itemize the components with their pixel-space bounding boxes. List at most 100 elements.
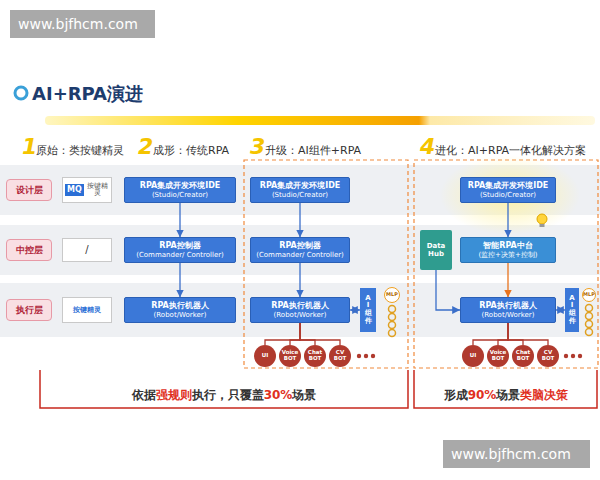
node-text: (Studio/Creator)	[272, 191, 328, 199]
summary-part: 执行，只覆盖	[192, 388, 264, 402]
bot-circle: UI	[254, 345, 276, 367]
node-text: Chat BOT	[305, 350, 325, 362]
node-text: (Studio/Creator)	[480, 191, 536, 199]
empty-box: /	[62, 238, 112, 262]
progress-bar	[45, 116, 595, 125]
node-text: (Robot/Worker)	[274, 311, 327, 319]
process-box: RPA集成开发环境IDE(Studio/Creator)	[460, 177, 556, 202]
node-text: AI组件	[569, 295, 576, 326]
process-box: RPA执行机器人(Robot/Worker)	[250, 297, 350, 322]
node-text: MLP	[386, 292, 398, 298]
watermark-bg	[10, 10, 155, 38]
highlight-text: 类脑决策	[520, 388, 568, 402]
node-text: RPA控制器	[279, 241, 320, 250]
node-text: 按键精灵	[73, 306, 101, 314]
bracket	[414, 370, 597, 408]
process-box: RPA执行机器人(Robot/Worker)	[124, 297, 236, 322]
node-text: Chat BOT	[513, 350, 533, 362]
summary-part: 形成	[444, 388, 468, 402]
logo-box: 按键精灵	[62, 297, 112, 323]
node-text: RPA集成开发环境IDE	[260, 181, 341, 190]
step-label: 原始：类按键精灵	[36, 143, 124, 158]
node-text: (Robot/Worker)	[482, 311, 535, 319]
step-number: 2	[138, 134, 153, 159]
step-label: 成形：传统RPA	[153, 143, 229, 158]
bot-circle: CV BOT	[329, 345, 351, 367]
node-text: Voice BOT	[488, 350, 508, 362]
bulb-icon	[537, 214, 547, 227]
node-text: Voice BOT	[280, 350, 300, 362]
connector	[299, 263, 300, 298]
bracket	[40, 370, 408, 408]
node-text: RPA执行机器人	[479, 301, 536, 310]
node-text: 执行层	[16, 305, 43, 315]
node-text: RPA执行机器人	[151, 301, 208, 310]
node-text: (Commander/ Controller)	[256, 251, 344, 259]
node-text: RPA集成开发环境IDE	[140, 181, 221, 190]
connector	[179, 203, 180, 238]
connector	[498, 323, 508, 345]
node-text: (Commander/ Controller)	[136, 251, 224, 259]
dashed-region	[244, 160, 408, 368]
glow	[440, 155, 580, 235]
connector	[556, 309, 565, 310]
watermark: www.bjfhcm.com	[18, 16, 138, 32]
node-text: AI组件	[365, 295, 372, 326]
bot-circle: Voice BOT	[279, 345, 301, 367]
logo-box: MQ按键精灵	[62, 177, 112, 203]
step-label: 进化：AI+RPA一体化解决方案	[435, 143, 586, 158]
summary-part: 场景	[496, 388, 520, 402]
process-box: RPA集成开发环境IDE(Studio/Creator)	[250, 177, 350, 202]
connector	[507, 263, 508, 298]
bot-circle: Chat BOT	[304, 345, 326, 367]
node-text: RPA控制器	[159, 241, 200, 250]
connector	[508, 323, 523, 345]
node-text: CV BOT	[330, 350, 350, 362]
connector	[265, 323, 300, 345]
bot-circle: Chat BOT	[512, 345, 534, 367]
ai-component-box: AI组件	[565, 288, 579, 332]
node-text: 设计层	[16, 185, 43, 195]
step-number: 1	[22, 134, 37, 159]
summary-text: 依据强规则执行，只覆盖30%场景	[128, 387, 321, 404]
process-box: RPA执行机器人(Robot/Worker)	[460, 297, 556, 322]
highlight-text: 30%	[264, 388, 293, 402]
node-text: RPA集成开发环境IDE	[468, 181, 549, 190]
connector	[179, 263, 180, 298]
layer-label: 中控层	[6, 239, 52, 261]
node-text: RPA执行机器人	[271, 301, 328, 310]
data-hub-box: Data Hub	[420, 230, 452, 270]
process-box: RPA集成开发环境IDE(Studio/Creator)	[124, 177, 236, 202]
bot-circle: CV BOT	[537, 345, 559, 367]
summary-part: 场景	[292, 388, 316, 402]
process-box: RPA控制器(Commander/ Controller)	[124, 237, 236, 262]
connector	[508, 323, 548, 345]
connector	[507, 203, 508, 238]
connector	[350, 309, 360, 310]
diagram-title: AI+RPA演进	[32, 82, 143, 106]
title-icon	[15, 87, 27, 99]
node-text: /	[85, 244, 88, 256]
node-text: UI	[262, 353, 269, 359]
layer-label: 执行层	[6, 299, 52, 321]
summary-part: 依据	[132, 388, 156, 402]
connector	[300, 323, 315, 345]
layer-label: 设计层	[6, 179, 52, 201]
mlp-circle: MLP	[582, 288, 596, 302]
step-number: 4	[420, 134, 435, 159]
node-text: CV BOT	[538, 350, 558, 362]
connector	[300, 323, 340, 345]
node-text: 中控层	[16, 245, 43, 255]
watermark-bg	[443, 440, 590, 468]
connector	[299, 203, 300, 238]
node-text: (监控+决策+控制)	[478, 251, 537, 259]
ai-component-box: AI组件	[360, 288, 376, 332]
highlight-text: 90%	[468, 388, 497, 402]
step-label: 升级：AI组件+RPA	[265, 143, 361, 158]
process-box: RPA控制器(Commander/ Controller)	[250, 237, 350, 262]
connector	[436, 270, 460, 310]
connector	[473, 323, 508, 345]
summary-text: 形成90%场景类脑决策	[440, 387, 573, 404]
platform-box: 智能RPA中台(监控+决策+控制)	[460, 237, 556, 262]
node-text: (Robot/Worker)	[154, 311, 207, 319]
